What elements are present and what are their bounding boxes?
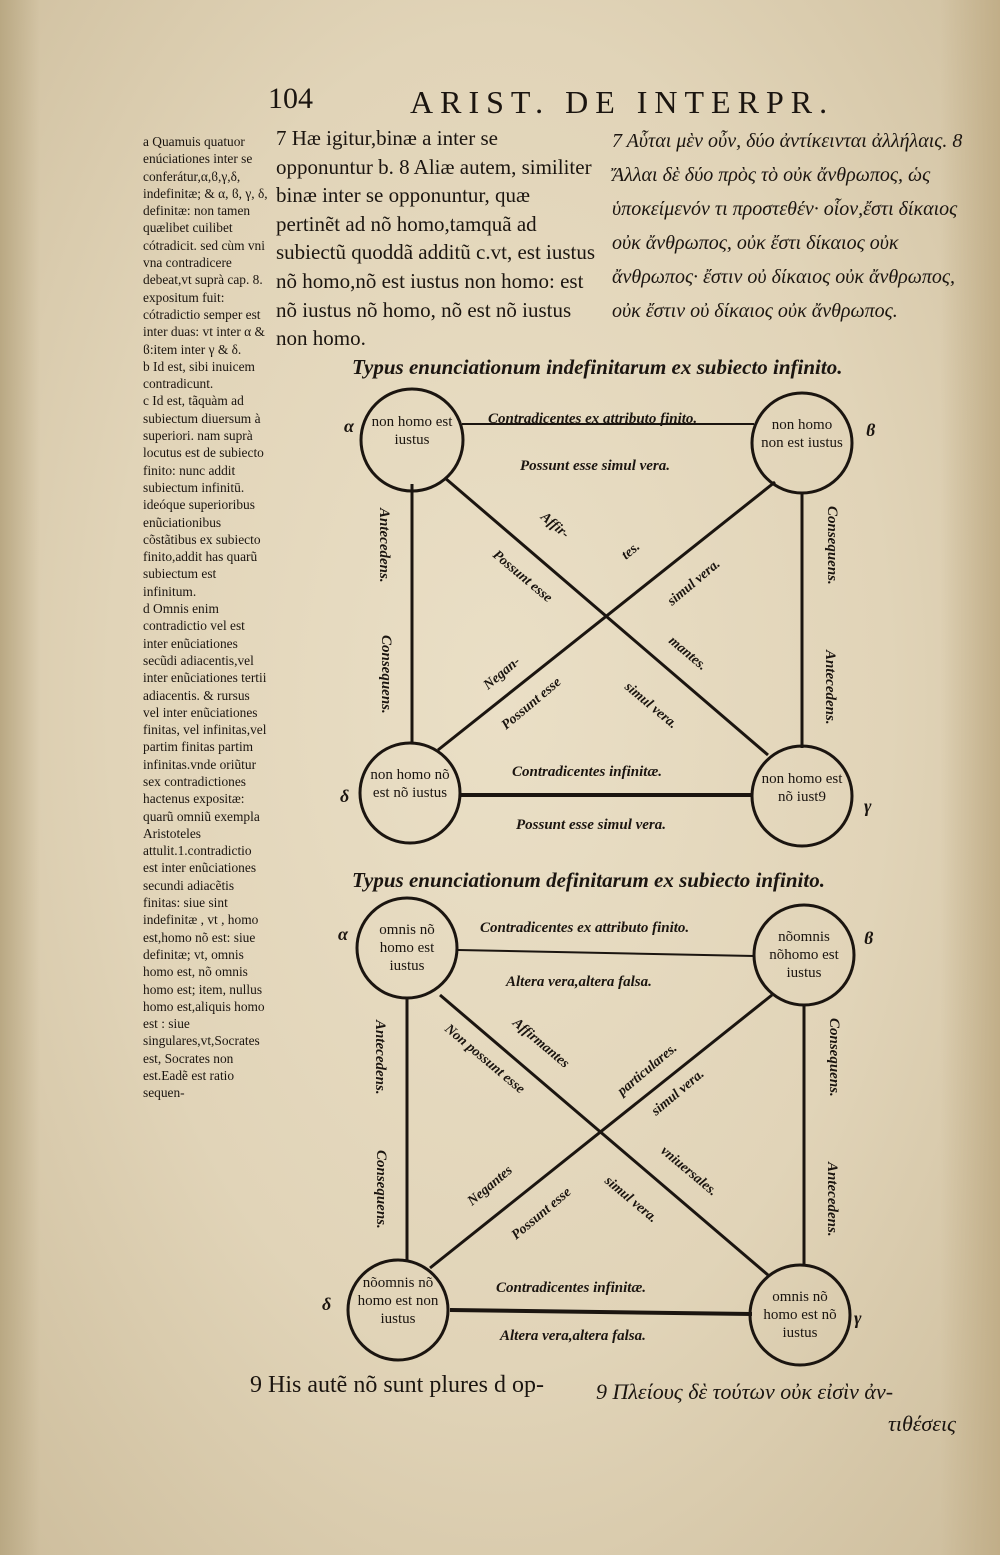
- diagram1-label-top-below: Possunt esse simul vera.: [520, 458, 670, 474]
- diagram2-node-br: [748, 1263, 852, 1367]
- latin-column: 7 Hæ igitur,binæ a inter se opponuntur b…: [276, 124, 596, 353]
- greek-paragraph: 7 Αὗται μὲν οὖν, δύο ἀντίκεινται ἀλλήλαι…: [612, 130, 963, 322]
- diagram1-label-possunt-b: Possunt esse: [499, 675, 564, 733]
- diagram1-label-bottom-below: Possunt esse simul vera.: [516, 817, 666, 833]
- diagram1-node-tl-text: non homo est iustus: [371, 414, 453, 448]
- diagram1-diagonal-up: [437, 480, 776, 752]
- diagram1-letter-beta: ϐ: [866, 420, 876, 440]
- diagram2-label-simul-vera-b: simul vera.: [648, 1067, 707, 1120]
- side-note: a Quamuis quatuor enúciationes inter se …: [143, 134, 268, 357]
- diagram1-label-simul-vera-a: simul vera.: [621, 679, 680, 732]
- diagram1-label-left-top: Antecedens.: [376, 507, 392, 583]
- diagram2-node-bl-text: nõomnis nõ homo est non iustus: [357, 1275, 439, 1327]
- diagram2-label-right-bottom: Antecedens.: [824, 1161, 840, 1237]
- diagram1-label-affir: Affir-: [537, 509, 572, 542]
- diagram1-letter-alpha: α: [344, 416, 355, 436]
- diagram1-node-tl: [359, 387, 465, 493]
- diagram1-label-mantes: mantes.: [665, 634, 709, 674]
- diagram2-node-br-text: omnis nõ homo est nõ iustus: [763, 1289, 837, 1341]
- footer-greek: 9 Πλείους δὲ τούτων οὐκ εἰσὶν ἀν- τιθέσε…: [596, 1376, 966, 1440]
- diagram2-label-possunt: Possunt esse: [509, 1185, 574, 1243]
- side-note: d Omnis enim contradictio vel est inter …: [143, 601, 267, 1101]
- diagram1-node-br-text: non homo est nõ iust9: [761, 771, 843, 805]
- diagram2-top-line: [457, 949, 755, 957]
- diagram2-label-left-bottom: Consequens.: [373, 1150, 389, 1229]
- side-note: b Id est, sibi inuicem contradicunt.: [143, 358, 255, 392]
- footer-latin-line: 9 His autẽ nõ sunt plures d op-: [250, 1372, 544, 1398]
- diagram2-letter-gamma: γ: [854, 1308, 862, 1328]
- diagram2-label-simul-vera-a: simul vera.: [601, 1173, 660, 1226]
- diagram2-node-tl: [355, 896, 459, 1000]
- side-notes: a Quamuis quatuor enúciationes inter se …: [143, 133, 268, 1102]
- diagram2-label-top-above: Contradicentes ex attributo finito.: [480, 920, 689, 936]
- diagram2-node-tl-text: omnis nõ homo est iustus: [379, 922, 435, 974]
- diagram1-node-bl: [358, 741, 462, 845]
- diagram1-node-bl-text: non homo nõ est nõ iustus: [370, 767, 450, 801]
- diagram2-label-bottom-below: Altera vera,altera falsa.: [499, 1328, 646, 1344]
- diagram1-letter-delta: δ: [340, 786, 349, 806]
- diagram1-label-right-top: Consequens.: [824, 506, 840, 585]
- running-title: ARIST. DE INTERPR.: [410, 84, 835, 120]
- diagram1-circles: [358, 387, 854, 848]
- diagram1-label-tes: tes.: [619, 539, 643, 563]
- diagram2-letter-beta: ϐ: [864, 928, 874, 948]
- diagram2-node-tr-text: nõomnis nõhomo est iustus: [769, 929, 839, 981]
- diagram2-circles: [346, 896, 856, 1367]
- diagram1-label-possunt-a: Possunt esse: [489, 548, 554, 606]
- footer-greek-line: 9 Πλείους δὲ τούτων οὐκ εἰσὶν ἀν-: [596, 1379, 894, 1404]
- diagram1-label-right-bottom: Antecedens.: [822, 649, 838, 725]
- diagram2-diagonal-up: [429, 993, 773, 1270]
- diagram2-letter-delta: δ: [322, 1294, 331, 1314]
- diagram1-label-top-above: Contradicentes ex attributo finito.: [488, 411, 697, 427]
- diagram2-letter-alpha: α: [338, 924, 349, 944]
- page-number: 104: [268, 82, 313, 115]
- diagram1-node-tr-text: non homo non est iustus: [761, 417, 843, 451]
- page-edge-shadow-right: [940, 0, 1000, 1555]
- greek-column: 7 Αὗται μὲν οὖν, δύο ἀντίκεινται ἀλλήλαι…: [612, 124, 974, 328]
- diagram1-caption: Typus enunciationum indefinitarum ex sub…: [352, 355, 843, 379]
- latin-paragraph: 7 Hæ igitur,binæ a inter se opponuntur b…: [276, 126, 596, 351]
- diagram2-label-negantes: Negantes: [464, 1163, 516, 1210]
- diagram2-caption: Typus enunciationum definitarum ex subie…: [352, 868, 825, 892]
- page-edge-shadow-left: [0, 0, 40, 1555]
- diagram1-node-tr: [750, 391, 854, 495]
- diagram2-node-tr: [752, 903, 856, 1007]
- diagram2-label-left-top: Antecedens.: [372, 1019, 388, 1095]
- diagram1-letter-gamma: γ: [864, 796, 872, 816]
- diagram2-label-universales: vniuersales.: [657, 1144, 719, 1200]
- side-note: c Id est, tãquàm ad subiectum diuersum à…: [143, 393, 264, 599]
- diagram2-label-right-top: Consequens.: [826, 1018, 842, 1097]
- diagram1-label-bottom-above: Contradicentes infinitæ.: [512, 764, 662, 780]
- diagram1-label-left-bottom: Consequens.: [378, 635, 394, 714]
- diagram2-lines: [405, 949, 806, 1316]
- diagram2-node-bl: [346, 1258, 450, 1362]
- diagram2-diagonal-down: [439, 993, 769, 1277]
- footer-greek-line: τιθέσεις: [887, 1411, 956, 1436]
- diagram2-bottom-line: [449, 1308, 753, 1316]
- diagram1-lines: [410, 423, 804, 797]
- diagram1-node-br: [750, 744, 854, 848]
- diagram2-label-bottom-above: Contradicentes infinitæ.: [496, 1280, 646, 1296]
- diagram2-label-top-below: Altera vera,altera falsa.: [505, 974, 652, 990]
